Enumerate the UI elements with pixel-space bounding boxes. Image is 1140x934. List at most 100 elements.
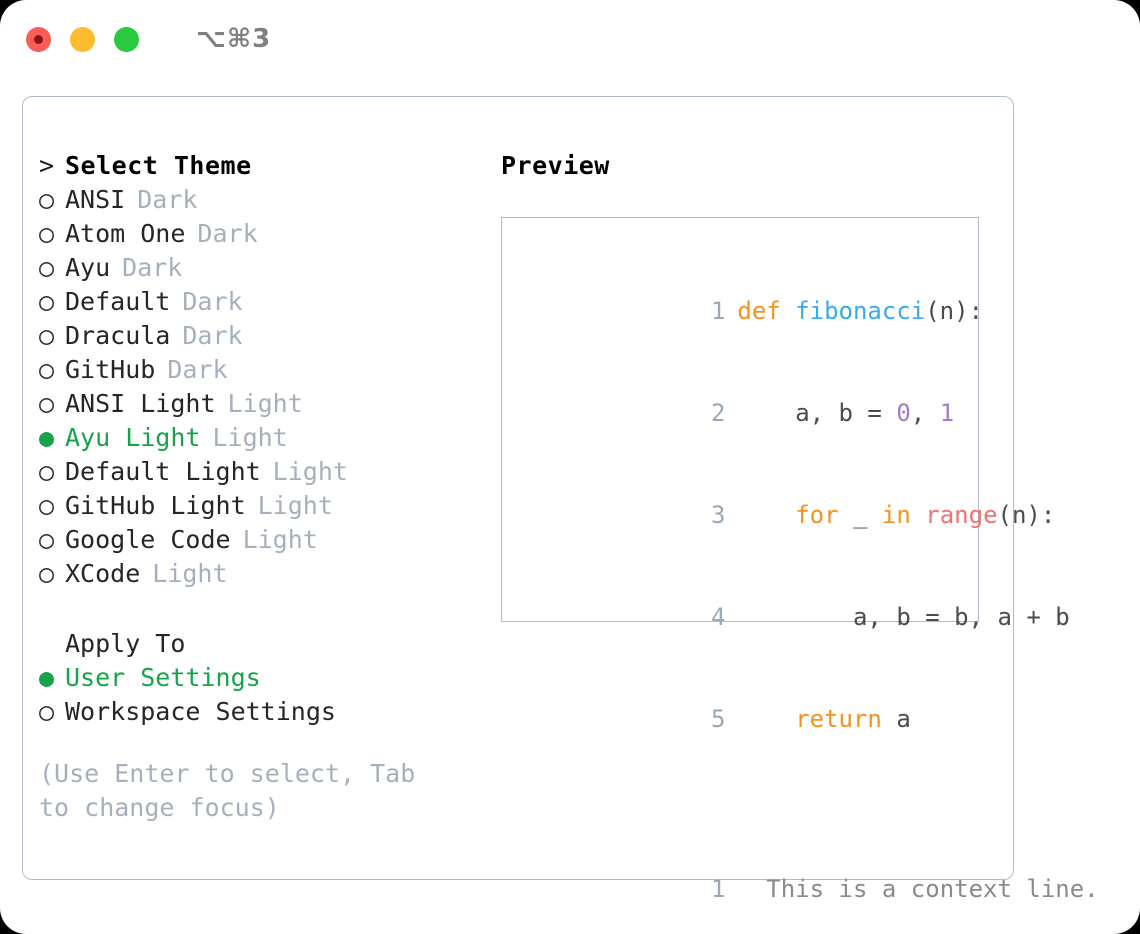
theme-option-default[interactable]: ○ Default Dark (39, 285, 479, 319)
radio-unselected-icon[interactable]: ○ (39, 287, 55, 316)
theme-option-ansi[interactable]: ○ ANSI Dark (39, 183, 479, 217)
code-token-plain: a, b = (737, 399, 897, 427)
theme-variant-tag: Dark (197, 219, 258, 248)
radio-unselected-icon[interactable]: ○ (39, 697, 55, 726)
theme-option-label: Default (65, 287, 171, 316)
code-blank-line (524, 770, 978, 804)
line-number: 2 (710, 399, 726, 427)
select-theme-heading-label: Select Theme (65, 151, 252, 180)
theme-variant-tag: Light (152, 559, 228, 588)
code-token-keyword: in (881, 501, 911, 529)
apply-to-option-label: Workspace Settings (65, 697, 336, 726)
code-token-plain: a (881, 705, 911, 733)
theme-option-label: GitHub Light (65, 491, 246, 520)
code-token-plain (737, 705, 795, 733)
theme-option-label: Default Light (65, 457, 261, 486)
code-token-plain: , (910, 399, 940, 427)
code-token-keyword: def (737, 297, 796, 325)
radio-unselected-icon[interactable]: ○ (39, 253, 55, 282)
code-line: 1 def fibonacci(n): (524, 260, 983, 362)
theme-variant-tag: Dark (137, 185, 198, 214)
radio-unselected-icon[interactable]: ○ (39, 219, 55, 248)
code-line: 5 return a (524, 668, 978, 770)
apply-to-option-user-settings[interactable]: ● User Settings (39, 661, 479, 695)
theme-option-label: Ayu Light (65, 423, 201, 452)
preview-title: Preview (501, 151, 610, 180)
theme-option-label: XCode (65, 559, 141, 588)
code-token-keyword: for (795, 501, 839, 529)
diff-sign (737, 875, 751, 903)
code-blank-line (524, 804, 978, 838)
theme-variant-tag: Dark (122, 253, 183, 282)
theme-variant-tag: Light (272, 457, 348, 486)
traffic-lights (26, 26, 139, 52)
radio-unselected-icon[interactable]: ○ (39, 491, 55, 520)
line-number: 4 (710, 603, 726, 631)
theme-option-ayu[interactable]: ○ Ayu Dark (39, 251, 479, 285)
radio-unselected-icon[interactable]: ○ (39, 389, 55, 418)
radio-unselected-icon[interactable]: ○ (39, 559, 55, 588)
theme-option-label: Dracula (65, 321, 171, 350)
line-number: 1 (710, 297, 726, 325)
radio-unselected-icon[interactable]: ○ (39, 355, 55, 384)
code-token-plain: (n): (925, 297, 984, 325)
code-token-plain (911, 501, 925, 529)
code-token-plain: (n): (997, 501, 1056, 529)
radio-unselected-icon[interactable]: ○ (39, 321, 55, 350)
radio-selected-icon[interactable]: ● (39, 663, 55, 692)
theme-option-github[interactable]: ○ GitHub Dark (39, 353, 479, 387)
diff-text: This is a context line. (766, 875, 1099, 903)
radio-unselected-icon[interactable]: ○ (39, 525, 55, 554)
theme-option-atom-one[interactable]: ○ Atom One Dark (39, 217, 479, 251)
blank-marker-icon (39, 627, 65, 661)
radio-selected-icon[interactable]: ● (39, 423, 55, 452)
apply-to-option-workspace-settings[interactable]: ○ Workspace Settings (39, 695, 479, 729)
line-number: 3 (710, 501, 726, 529)
title-bar: ⌥⌘3 (0, 0, 1140, 78)
radio-unselected-icon[interactable]: ○ (39, 457, 55, 486)
keyboard-hint-text: (Use Enter to select, Tab to change focu… (39, 759, 431, 822)
theme-option-label: ANSI Light (65, 389, 216, 418)
theme-option-google-code[interactable]: ○ Google Code Light (39, 523, 479, 557)
theme-option-label: Atom One (65, 219, 186, 248)
code-token-keyword: return (795, 705, 882, 733)
section-divider (39, 591, 479, 627)
code-token-plain: a, b = b, a + b (737, 603, 1070, 631)
theme-variant-tag: Light (242, 525, 318, 554)
diff-line-context: 1 This is a context line. (524, 838, 1099, 934)
theme-option-label: ANSI (65, 185, 126, 214)
code-token-function: fibonacci (795, 297, 926, 325)
theme-option-label: Google Code (65, 525, 231, 554)
select-theme-heading: > Select Theme (39, 149, 479, 183)
theme-option-ayu-light[interactable]: ● Ayu Light Light (39, 421, 479, 455)
line-number: 5 (710, 705, 726, 733)
theme-option-xcode[interactable]: ○ XCode Light (39, 557, 479, 591)
code-line: 3 for _ in range(n): (524, 464, 1055, 566)
close-window-button[interactable] (26, 26, 51, 52)
cursor-arrow-icon: > (39, 151, 55, 180)
radio-unselected-icon[interactable]: ○ (39, 185, 55, 214)
minimize-window-button[interactable] (70, 26, 95, 52)
code-token-number: 1 (939, 399, 955, 427)
apply-to-option-label: User Settings (65, 663, 261, 692)
theme-option-default-light[interactable]: ○ Default Light Light (39, 455, 479, 489)
code-token-plain (737, 501, 795, 529)
theme-variant-tag: Dark (167, 355, 228, 384)
theme-option-github-light[interactable]: ○ GitHub Light Light (39, 489, 479, 523)
theme-option-label: GitHub (65, 355, 156, 384)
theme-variant-tag: Dark (182, 287, 243, 316)
maximize-window-button[interactable] (114, 26, 139, 52)
keyboard-shortcut-label: ⌥⌘3 (196, 24, 272, 54)
theme-variant-tag: Light (212, 423, 288, 452)
theme-option-label: Ayu (65, 253, 111, 282)
theme-variant-tag: Light (257, 491, 333, 520)
apply-to-heading-label: Apply To (65, 629, 186, 658)
diff-text (752, 875, 766, 903)
code-line: 2 a, b = 0, 1 (524, 362, 978, 464)
